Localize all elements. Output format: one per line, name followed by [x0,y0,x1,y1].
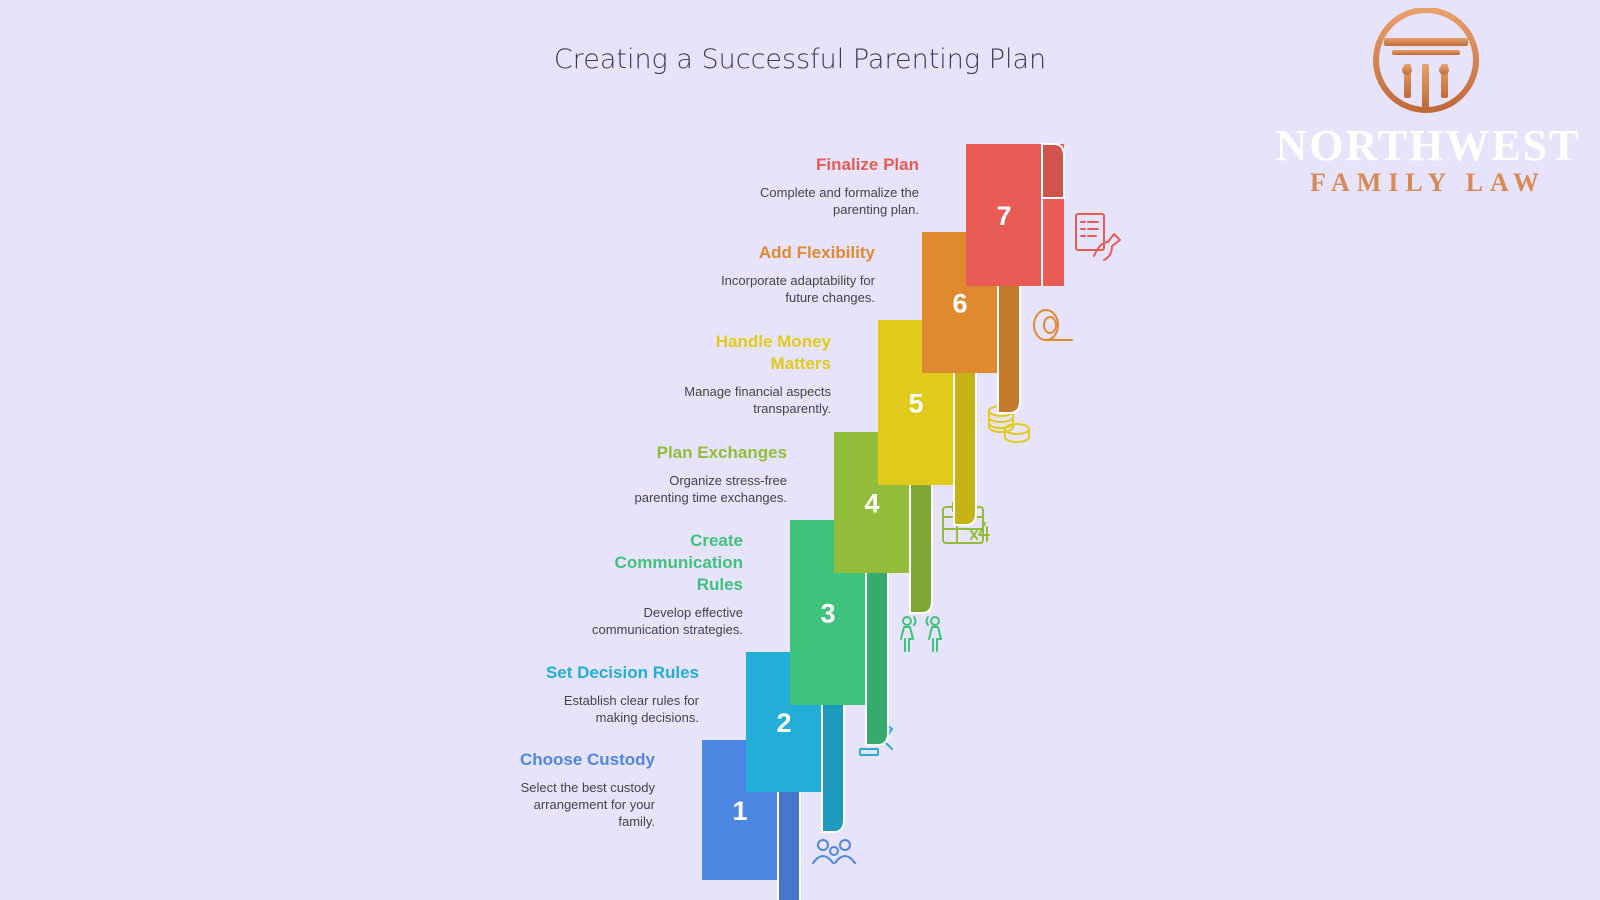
step-number: 1 [732,796,747,826]
step-description: Complete and formalize the parenting pla… [760,185,919,217]
step-title: Set Decision Rules [545,663,699,682]
step-title: Plan Exchanges [656,443,787,462]
step-title: Create Communication Rules [614,531,743,594]
page-title: Creating a Successful Parenting Plan [553,44,1047,75]
step-curl [1041,143,1065,199]
logo-name: NORTHWEST [1275,121,1581,170]
step-number: 4 [864,489,879,519]
step-description: Develop effective communication strategi… [591,605,743,637]
step-title: Choose Custody [519,750,655,769]
step-number: 6 [952,289,967,319]
tape-roll-icon [1033,309,1073,341]
step-description: Manage financial aspects transparently. [684,384,831,416]
step-number: 2 [776,708,791,738]
step-title: Finalize Plan [816,155,919,174]
step-description: Establish clear rules for making decisio… [563,693,699,725]
logo-tagline: FAMILY LAW [1310,168,1546,197]
signed-document-icon [1075,213,1121,261]
northwest-family-law-logo [1373,8,1479,113]
step-number: 5 [908,389,923,419]
step-description: Incorporate adaptability for future chan… [721,273,875,305]
step-title: Handle Money Matters [715,332,831,373]
people-talking-icon [900,616,942,652]
step-description: Organize stress-free parenting time exch… [634,473,787,505]
step-number: 3 [820,599,835,629]
step-number: 7 [996,201,1011,231]
step-description: Select the best custody arrangement for … [520,780,655,829]
step-7: 7 [966,143,1121,286]
step-title: Add Flexibility [758,243,875,262]
